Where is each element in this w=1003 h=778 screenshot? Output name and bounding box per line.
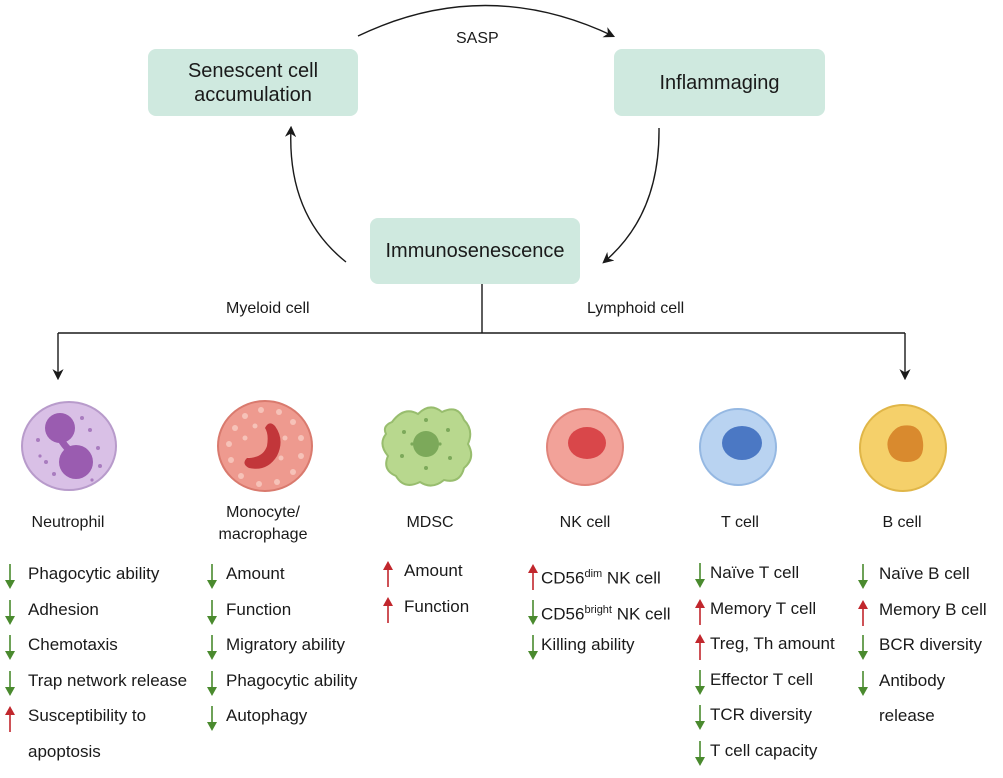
trait-text: release	[879, 706, 935, 726]
trait-text: Autophagy	[226, 706, 308, 726]
trait-text: Naïve T cell	[710, 563, 800, 582]
down-arrow-icon	[858, 670, 868, 696]
down-arrow-icon	[5, 635, 15, 661]
cell-name-neutrophil: Neutrophil	[16, 512, 120, 534]
down-arrow-icon	[695, 705, 705, 731]
down-arrow-icon	[695, 740, 705, 766]
cell-name-line: NK cell	[559, 514, 611, 531]
up-arrow-icon	[858, 599, 868, 626]
trait-text: Treg, Th amount	[710, 634, 835, 654]
monocyte-icon	[217, 400, 313, 492]
senescent-cell-accumulation-box: Senescent cell accumulation	[148, 49, 358, 116]
cell-name-monocyte: Monocyte/ macrophage	[203, 502, 323, 546]
trait-text: Phagocytic ability	[28, 564, 160, 583]
down-arrow-icon	[5, 670, 15, 696]
trait-text: Function	[404, 596, 470, 616]
inflammaging-box-label: Inflammaging	[659, 71, 780, 94]
senescent-box-label: Senescent cell accumulation	[187, 59, 319, 106]
trait-text: CD56dim NK cell	[541, 568, 661, 588]
cell-name-b: B cell	[862, 512, 942, 534]
cell-name-t: T cell	[700, 512, 780, 534]
down-arrow-icon	[207, 706, 217, 732]
trait-text: Function	[226, 599, 292, 619]
up-arrow-icon	[5, 706, 15, 733]
trait-text: TCR diversity	[710, 705, 813, 725]
trait-text: BCR diversity	[879, 635, 982, 655]
cell-name-line: T cell	[721, 514, 759, 531]
down-arrow-icon	[695, 669, 705, 695]
down-arrow-icon	[858, 564, 868, 589]
b-cell-icon	[859, 404, 947, 492]
trait-text: Chemotaxis	[28, 635, 118, 655]
lymphoid-cell-label: Lymphoid cell	[587, 300, 685, 317]
cell-name-line: macrophage	[218, 526, 308, 543]
trait-text: CD56bright NK cell	[541, 603, 671, 624]
trait-text: Trap network release	[28, 670, 188, 690]
immuno-to-senescent-arrow	[284, 125, 347, 263]
inflammaging-box: Inflammaging	[614, 49, 825, 116]
immunosenescence-box-label: Immunosenescence	[385, 240, 565, 262]
cell-name-nk: NK cell	[545, 512, 625, 534]
trait-text: Antibody	[879, 670, 946, 690]
trait-text: Killing ability	[541, 635, 635, 655]
trait-text: apoptosis	[28, 741, 101, 761]
down-arrow-icon	[207, 564, 217, 589]
nk-cell-icon	[546, 408, 624, 486]
trait-text: Phagocytic ability	[226, 670, 358, 690]
up-arrow-icon	[383, 596, 393, 623]
down-arrow-icon	[5, 599, 15, 625]
trait-text: T cell capacity	[710, 740, 818, 760]
immunosenescence-box: Immunosenescence	[370, 218, 580, 284]
up-arrow-icon	[383, 561, 393, 587]
up-arrow-icon	[528, 564, 538, 590]
trait-text: Susceptibility to	[28, 706, 147, 726]
cell-name-line: B cell	[882, 514, 922, 531]
down-arrow-icon	[207, 670, 217, 696]
sasp-label: SASP	[456, 30, 499, 47]
cell-name-line: MDSC	[406, 514, 454, 531]
sasp-arrow	[357, 4, 616, 38]
cell-name-line: Neutrophil	[31, 514, 105, 531]
down-arrow-icon	[858, 635, 868, 661]
trait-text: Migratory ability	[226, 635, 346, 655]
down-arrow-icon	[528, 599, 538, 625]
trait-text: Adhesion	[28, 599, 99, 619]
trait-text: Amount	[226, 564, 285, 583]
down-arrow-icon	[207, 599, 217, 625]
trait-text: Memory T cell	[710, 598, 817, 618]
cell-name-mdsc: MDSC	[390, 512, 470, 534]
trait-text: Naïve B cell	[879, 564, 970, 583]
up-arrow-icon	[695, 634, 705, 661]
inflammaging-to-immuno-arrow	[602, 127, 660, 264]
down-arrow-icon	[695, 563, 705, 588]
myeloid-cell-label: Myeloid cell	[226, 300, 310, 317]
down-arrow-icon	[528, 635, 538, 661]
down-arrow-icon	[207, 635, 217, 661]
trait-text: Amount	[404, 561, 463, 580]
neutrophil-icon	[21, 401, 117, 491]
cell-name-line: Monocyte/	[226, 504, 300, 521]
trait-text: Memory B cell	[879, 599, 987, 619]
down-arrow-icon	[5, 564, 15, 589]
up-arrow-icon	[695, 598, 705, 625]
trait-text: Effector T cell	[710, 669, 813, 689]
mdsc-icon	[381, 406, 473, 487]
t-cell-icon	[699, 408, 777, 486]
